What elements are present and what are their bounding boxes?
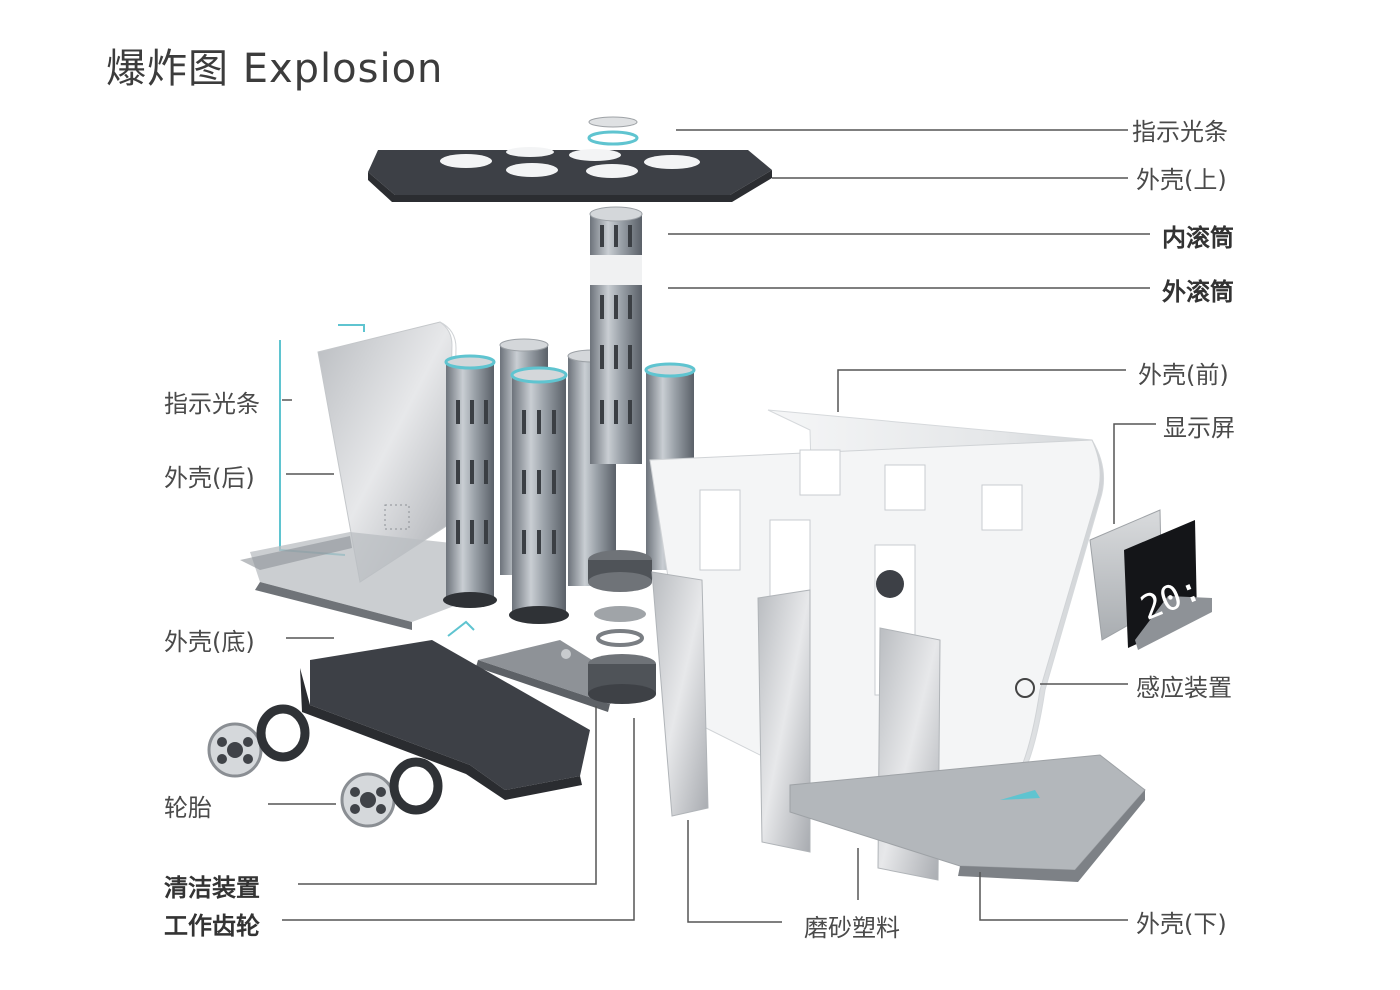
- label-shell-bottom-lower: 外壳(下): [1136, 910, 1227, 938]
- leader-cleaner: [298, 706, 597, 885]
- label-outer-drum: 外滚筒: [1162, 278, 1234, 306]
- tire-upper: [207, 704, 310, 778]
- label-display: 显示屏: [1163, 414, 1235, 442]
- leader-lines: [268, 129, 1156, 923]
- label-cleaning-device: 清洁装置: [164, 874, 260, 902]
- label-frosted-plastic: 磨砂塑料: [804, 914, 900, 942]
- base-tray-left: [240, 532, 475, 637]
- front-shell: [649, 409, 1105, 801]
- leader-display: [1113, 423, 1156, 524]
- work-gears: [588, 550, 656, 704]
- tires: [207, 704, 443, 828]
- label-tire: 轮胎: [164, 794, 212, 822]
- label-shell-back: 外壳(后): [164, 464, 255, 492]
- label-inner-drum: 内滚筒: [1162, 224, 1234, 252]
- label-indicator-top: 指示光条: [1132, 118, 1228, 146]
- leader-shell-bottom: [979, 872, 1128, 921]
- small-drums: [443, 338, 696, 624]
- leader-frosted-a: [687, 820, 782, 923]
- bottom-tray-right: [789, 754, 1146, 882]
- tire-lower: [340, 757, 443, 828]
- label-indicator-left: 指示光条: [164, 390, 260, 418]
- indicator-ring-top: [587, 116, 639, 146]
- label-shell-top: 外壳(上): [1136, 166, 1227, 194]
- page-title: 爆炸图 Explosion: [106, 46, 444, 92]
- label-shell-front: 外壳(前): [1138, 361, 1229, 389]
- label-sensor: 感应装置: [1136, 674, 1232, 702]
- label-work-gear: 工作齿轮: [164, 912, 260, 940]
- label-shell-base: 外壳(底): [164, 628, 255, 656]
- top-shell-lid: [368, 147, 772, 202]
- leader-shell-front: [837, 369, 1126, 412]
- inner-drum-tall: [589, 206, 643, 464]
- base-shell-dark: [300, 640, 590, 800]
- display-screen: 20:01: [1089, 509, 1245, 650]
- leader-gear: [282, 718, 635, 921]
